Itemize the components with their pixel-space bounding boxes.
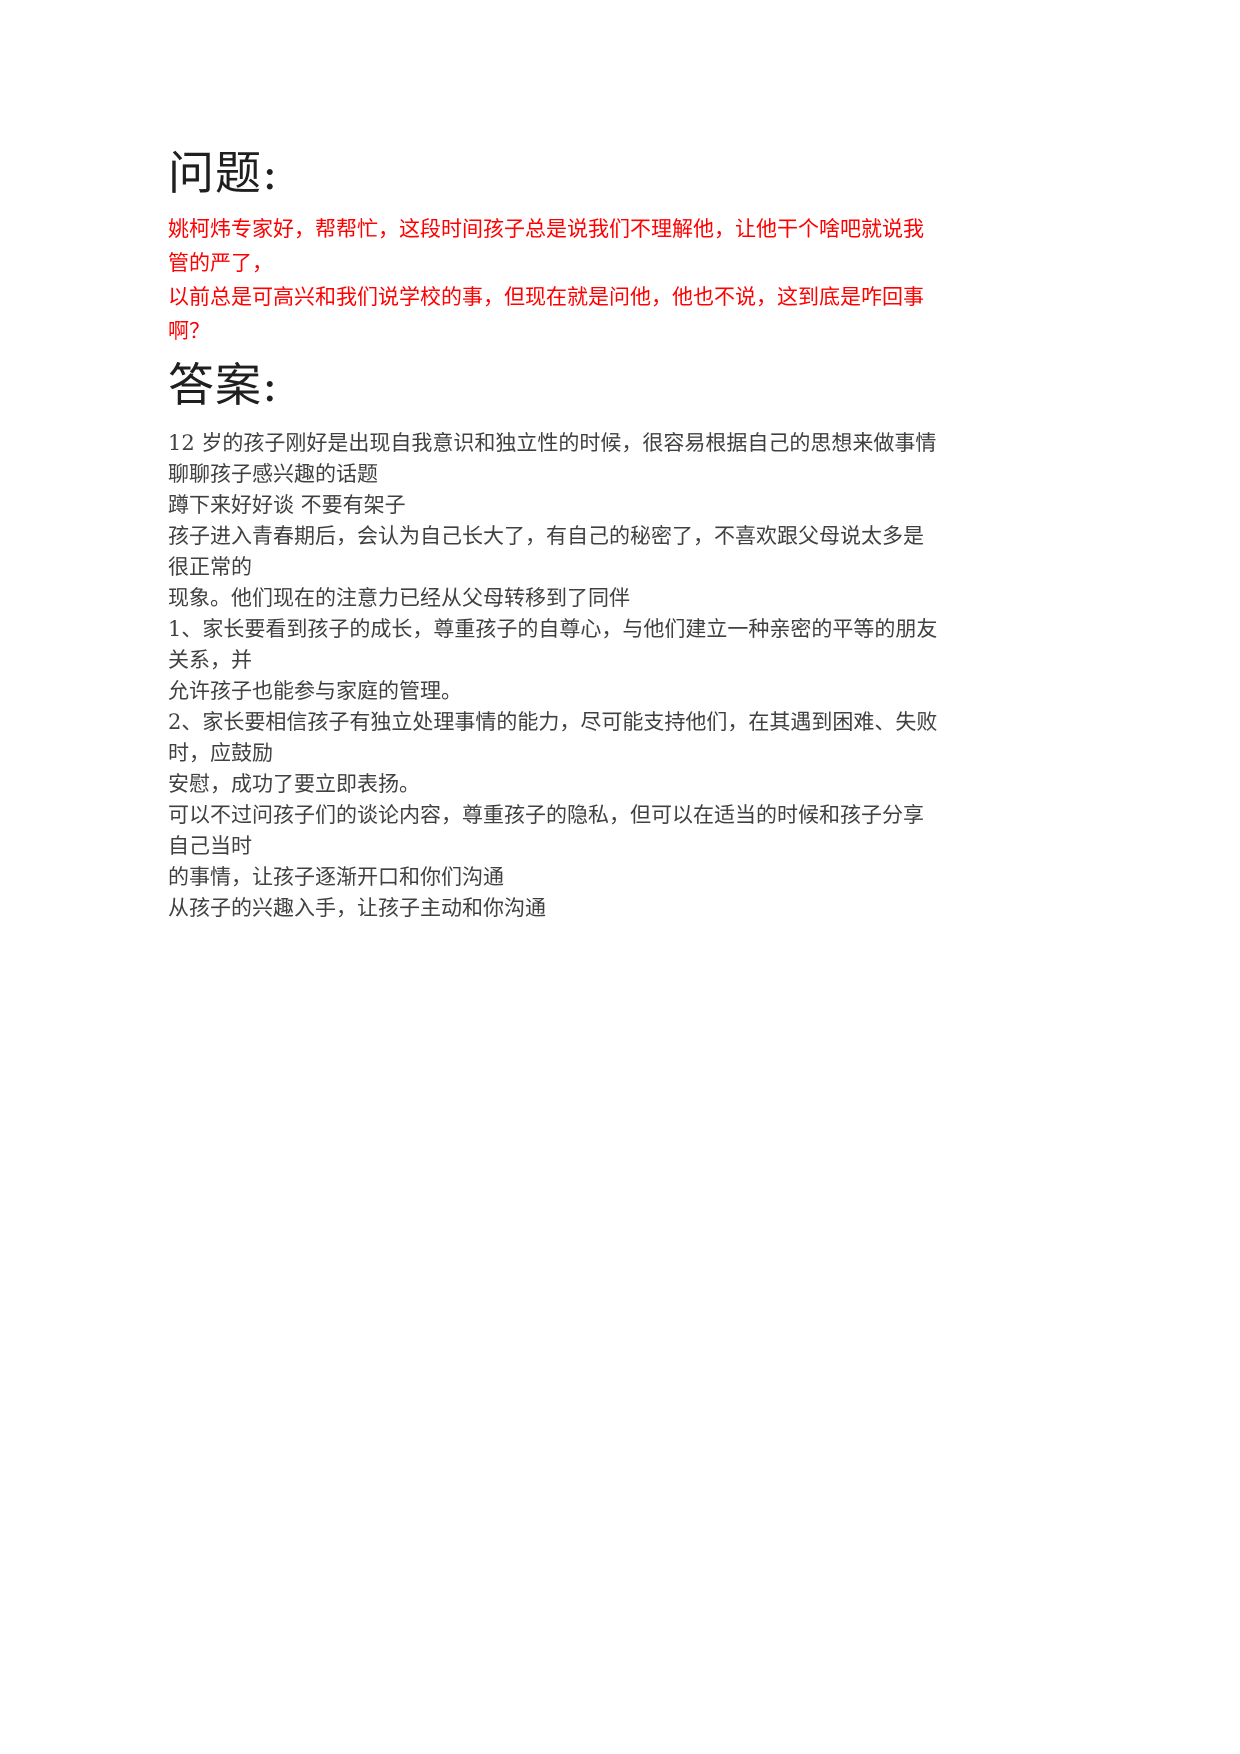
question-line: 以前总是可高兴和我们说学校的事，但现在就是问他，他也不说，这到底是咋回事啊？ bbox=[168, 285, 924, 343]
answer-heading: 答案: bbox=[168, 358, 279, 412]
answer-line: 现象。他们现在的注意力已经从父母转移到了同伴 bbox=[168, 586, 630, 610]
question-heading: 问题: bbox=[168, 146, 279, 200]
question-line: 姚柯炜专家好，帮帮忙，这段时间孩子总是说我们不理解他，让他干个啥吧就说我管的严了… bbox=[168, 217, 924, 275]
answer-line: 可以不过问孩子们的谈论内容，尊重孩子的隐私，但可以在适当的时候和孩子分享自己当时 bbox=[168, 803, 924, 858]
answer-line: 蹲下来好好谈 不要有架子 bbox=[168, 493, 406, 517]
answer-line: 安慰，成功了要立即表扬。 bbox=[168, 772, 420, 796]
answer-text-block: 12 岁的孩子刚好是出现自我意识和独立性的时候，很容易根据自己的思想来做事情 聊… bbox=[168, 428, 942, 924]
answer-line: 从孩子的兴趣入手，让孩子主动和你沟通 bbox=[168, 896, 546, 920]
answer-line: 孩子进入青春期后，会认为自己长大了，有自己的秘密了，不喜欢跟父母说太多是很正常的 bbox=[168, 524, 924, 579]
answer-line: 聊聊孩子感兴趣的话题 bbox=[168, 462, 378, 486]
answer-line: 的事情，让孩子逐渐开口和你们沟通 bbox=[168, 865, 504, 889]
answer-line: 1、家长要看到孩子的成长，尊重孩子的自尊心，与他们建立一种亲密的平等的朋友关系，… bbox=[168, 617, 938, 672]
answer-line: 2、家长要相信孩子有独立处理事情的能力，尽可能支持他们，在其遇到困难、失败时，应… bbox=[168, 710, 938, 765]
answer-line: 12 岁的孩子刚好是出现自我意识和独立性的时候，很容易根据自己的思想来做事情 bbox=[168, 431, 937, 455]
question-text-block: 姚柯炜专家好，帮帮忙，这段时间孩子总是说我们不理解他，让他干个啥吧就说我管的严了… bbox=[168, 212, 942, 348]
answer-line: 允许孩子也能参与家庭的管理。 bbox=[168, 679, 462, 703]
